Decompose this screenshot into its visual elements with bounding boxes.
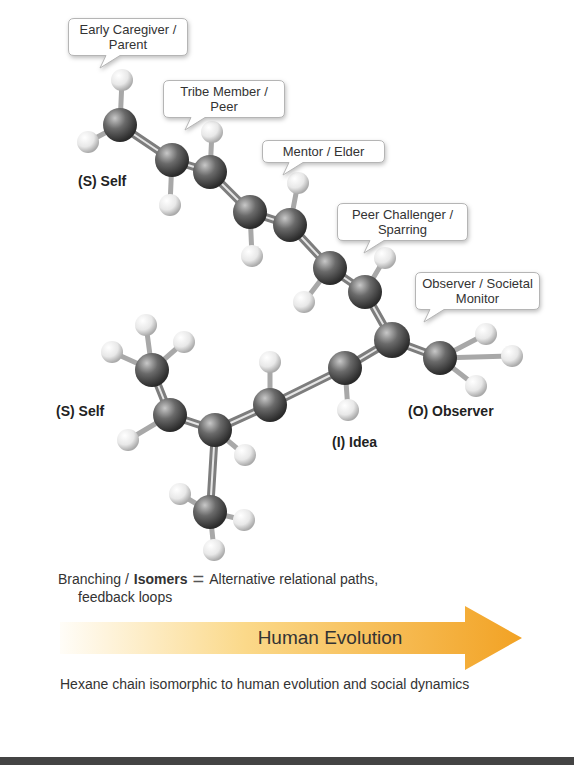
carbon-atom — [313, 251, 347, 285]
carbon-atom — [193, 495, 227, 529]
hydrogen-bond — [88, 80, 512, 550]
speech-bubble: Tribe Member / Peer — [163, 80, 285, 118]
bubble-text: Tribe Member / Peer — [169, 84, 279, 114]
carbon-atom — [193, 155, 227, 189]
hydrogen-atom — [287, 172, 309, 194]
hydrogen-atom — [159, 194, 181, 216]
carbon-atom — [374, 322, 410, 358]
speech-bubble: Early Caregiver / Parent — [68, 18, 188, 56]
carbon-atom — [328, 351, 362, 385]
bubble-text: Mentor / Elder — [268, 144, 379, 159]
legend-note: Branching /Isomers=Alternative relationa… — [58, 570, 430, 606]
arrow-shape — [60, 606, 522, 670]
hydrogen-atom — [374, 247, 396, 269]
band-label: Human Evolution — [60, 606, 522, 670]
carbon-atom — [155, 143, 189, 177]
hydrogen-atom — [501, 345, 523, 367]
arrow-band: Human Evolution — [60, 606, 522, 670]
hydrogen-atom — [201, 121, 223, 143]
carbon-atom — [198, 413, 232, 447]
bottom-bar — [0, 757, 574, 765]
bubble-outline — [69, 19, 188, 69]
hydrogen-atom — [259, 351, 281, 373]
hydrogen-atom — [169, 483, 191, 505]
carbon-atom — [253, 388, 287, 422]
hydrogen-atom — [117, 429, 139, 451]
bubble-outline — [164, 81, 285, 131]
carbon-atom — [103, 108, 137, 142]
carbon-atom — [153, 398, 187, 432]
caption: Hexane chain isomorphic to human evoluti… — [60, 676, 469, 692]
hydrogen-atom — [465, 375, 487, 397]
hydrogen-atom — [173, 331, 195, 353]
hydrogen-atom — [135, 314, 157, 336]
hydrogen-atom — [101, 341, 123, 363]
bubble-outline — [263, 141, 385, 176]
carbon-atom — [423, 341, 457, 375]
atom-label: (O) Observer — [408, 403, 494, 419]
note-text: Branching / — [58, 571, 129, 587]
hydrogen-atom — [203, 539, 225, 561]
carbon-atom — [273, 208, 307, 242]
isomers-term: Isomers — [134, 571, 188, 587]
speech-bubble: Observer / Societal Monitor — [415, 272, 540, 310]
atom-label: (S) Self — [56, 403, 104, 419]
carbon-atom — [233, 195, 267, 229]
speech-bubble: Peer Challenger / Sparring — [337, 203, 468, 241]
bubble-text: Observer / Societal Monitor — [421, 276, 534, 306]
carbon-atom — [348, 275, 382, 309]
atom-label: (I) Idea — [332, 434, 377, 450]
hydrogen-atom — [293, 291, 315, 313]
hydrogen-atom — [241, 245, 263, 267]
atom-label: (S) Self — [78, 173, 126, 189]
bubble-text: Peer Challenger / Sparring — [343, 207, 462, 237]
bond-highlight — [120, 125, 440, 512]
hydrogen-atom — [234, 444, 256, 466]
hydrogen-atom — [475, 323, 497, 345]
bubble-outline — [338, 204, 468, 254]
hydrogen-atom — [111, 69, 133, 91]
hydrogen-atom — [77, 131, 99, 153]
carbon-atom — [103, 108, 457, 529]
hydrogen-atom — [77, 69, 523, 561]
equals-sign: = — [193, 568, 205, 590]
speech-bubble: Mentor / Elder — [262, 140, 385, 163]
carbon-atom — [135, 353, 169, 387]
hydrogen-atom — [233, 509, 255, 531]
carbon-bond — [120, 125, 440, 512]
bubble-outline — [416, 273, 540, 323]
bubble-text: Early Caregiver / Parent — [74, 22, 182, 52]
hydrogen-atom — [337, 399, 359, 421]
